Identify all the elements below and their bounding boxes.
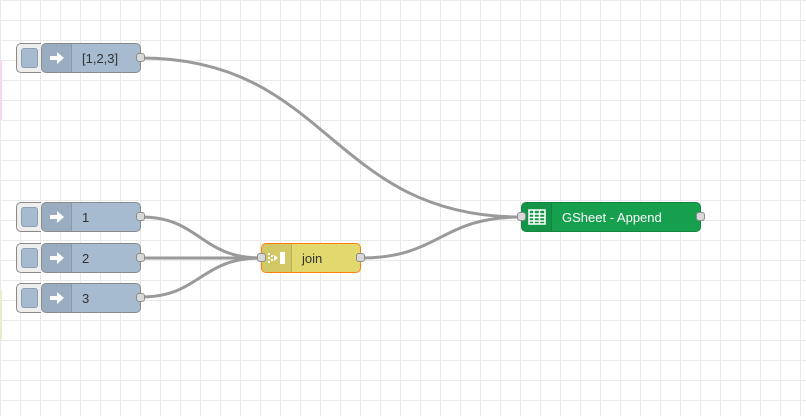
output-port[interactable] [136, 53, 145, 62]
node-label: join [302, 250, 323, 266]
output-port[interactable] [356, 253, 365, 262]
node-label: 3 [82, 290, 90, 306]
output-port[interactable] [136, 293, 145, 302]
node-label: GSheet - Append [562, 209, 662, 225]
inject-button-3-face [20, 288, 38, 308]
inject-button-3[interactable] [16, 283, 41, 313]
input-port[interactable] [257, 253, 266, 262]
spreadsheet-icon [522, 203, 552, 231]
inject-button-2-face [20, 248, 38, 268]
inject-button-1-face [20, 207, 38, 227]
wire-array-to-gsheet[interactable] [140, 56, 522, 219]
inject-node-array[interactable]: [1,2,3] [41, 43, 145, 73]
wire-1-to-join[interactable] [140, 215, 262, 260]
gsheet-node[interactable]: GSheet - Append [517, 202, 705, 232]
join-node[interactable]: join [257, 243, 365, 273]
node-label: 2 [82, 250, 90, 266]
output-port[interactable] [136, 253, 145, 262]
inject-button-array-face [20, 48, 38, 68]
arrow-right-icon [42, 244, 72, 272]
inject-button-1[interactable] [16, 202, 41, 232]
output-port[interactable] [696, 212, 705, 221]
node-label: 1 [82, 209, 90, 225]
node-label: [1,2,3] [82, 50, 119, 66]
arrow-right-icon [42, 284, 72, 312]
left-edge-mark [0, 60, 2, 120]
inject-button-array[interactable] [16, 43, 41, 73]
input-port[interactable] [517, 212, 526, 221]
inject-button-2[interactable] [16, 243, 41, 273]
join-icon [262, 244, 292, 272]
inject-node-3[interactable]: 3 [41, 283, 145, 313]
output-port[interactable] [136, 212, 145, 221]
wire-join-to-gsheet[interactable] [360, 215, 522, 260]
inject-node-1[interactable]: 1 [41, 202, 145, 232]
arrow-right-icon [42, 203, 72, 231]
wire-3-to-join[interactable] [140, 256, 262, 299]
inject-node-2[interactable]: 2 [41, 243, 145, 273]
arrow-right-icon [42, 44, 72, 72]
left-edge-mark [0, 290, 2, 340]
